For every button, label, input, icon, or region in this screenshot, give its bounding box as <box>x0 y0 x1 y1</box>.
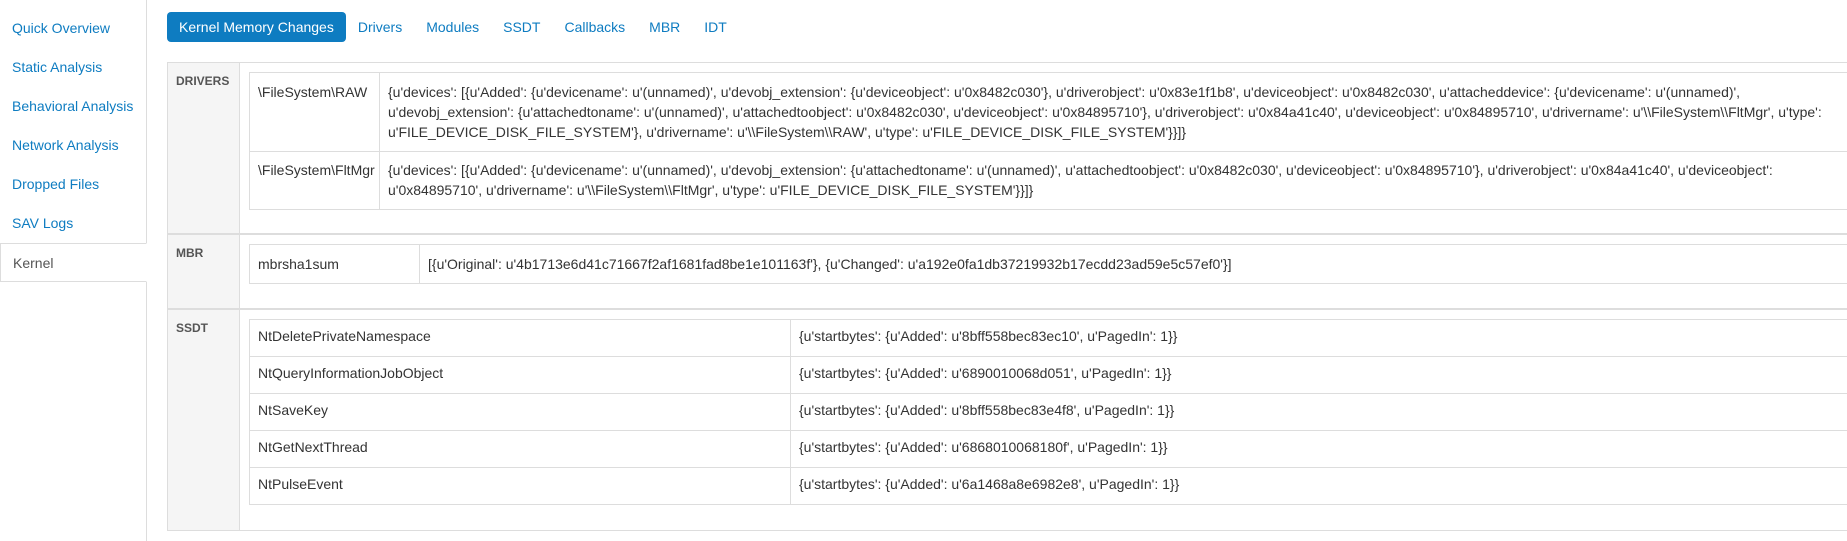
ssdt-function-name: NtSaveKey <box>249 393 791 431</box>
tab-modules[interactable]: Modules <box>426 19 480 35</box>
sidebar-item-dropped-files[interactable]: Dropped Files <box>0 165 147 204</box>
sidebar-item-quick-overview[interactable]: Quick Overview <box>0 9 147 48</box>
mbr-value: [{u'Original': u'4b1713e6d41c71667f2af16… <box>419 244 1847 284</box>
tab-kernel-memory-changes[interactable]: Kernel Memory Changes <box>167 12 346 42</box>
table-row: \FileSystem\RAW {u'devices': [{u'Added':… <box>249 72 1847 152</box>
drivers-section: DRIVERS \FileSystem\RAW {u'devices': [{u… <box>167 62 1847 234</box>
ssdt-table: NtDeletePrivateNamespace {u'startbytes':… <box>249 319 1847 505</box>
ssdt-section-body: NtDeletePrivateNamespace {u'startbytes':… <box>239 310 1847 530</box>
driver-name: \FileSystem\RAW <box>249 72 380 152</box>
tab-callbacks[interactable]: Callbacks <box>564 19 626 35</box>
sidebar-item-network-analysis[interactable]: Network Analysis <box>0 126 147 165</box>
sidebar: Quick Overview Static Analysis Behaviora… <box>0 0 147 541</box>
sidebar-item-sav-logs[interactable]: SAV Logs <box>0 204 147 243</box>
drivers-section-label: DRIVERS <box>176 74 230 88</box>
sidebar-item-kernel[interactable]: Kernel <box>0 243 147 282</box>
ssdt-function-name: NtPulseEvent <box>249 467 791 505</box>
ssdt-section: SSDT NtDeletePrivateNamespace {u'startby… <box>167 309 1847 531</box>
ssdt-function-value: {u'startbytes': {u'Added': u'6a1468a8e69… <box>790 467 1847 505</box>
driver-name: \FileSystem\FltMgr <box>249 151 380 210</box>
ssdt-function-value: {u'startbytes': {u'Added': u'8bff558bec8… <box>790 393 1847 431</box>
sidebar-item-behavioral-analysis[interactable]: Behavioral Analysis <box>0 87 147 126</box>
ssdt-function-name: NtGetNextThread <box>249 430 791 468</box>
mbr-key: mbrsha1sum <box>249 244 420 284</box>
kernel-tabs: Kernel Memory Changes Drivers Modules SS… <box>167 12 739 42</box>
ssdt-function-name: NtQueryInformationJobObject <box>249 356 791 394</box>
drivers-section-body: \FileSystem\RAW {u'devices': [{u'Added':… <box>239 63 1847 233</box>
tab-idt[interactable]: IDT <box>704 19 727 35</box>
sidebar-item-static-analysis[interactable]: Static Analysis <box>0 48 147 87</box>
driver-value: {u'devices': [{u'Added': {u'devicename':… <box>379 72 1847 152</box>
ssdt-section-label: SSDT <box>176 321 209 335</box>
tab-drivers[interactable]: Drivers <box>357 19 403 35</box>
drivers-table: \FileSystem\RAW {u'devices': [{u'Added':… <box>249 72 1847 210</box>
table-row: mbrsha1sum [{u'Original': u'4b1713e6d41c… <box>249 244 1847 284</box>
tab-ssdt[interactable]: SSDT <box>503 19 541 35</box>
ssdt-function-value: {u'startbytes': {u'Added': u'68680100681… <box>790 430 1847 468</box>
table-row: NtSaveKey {u'startbytes': {u'Added': u'8… <box>249 393 1847 431</box>
mbr-section-label: MBR <box>176 246 204 260</box>
tab-mbr[interactable]: MBR <box>649 19 681 35</box>
table-row: NtPulseEvent {u'startbytes': {u'Added': … <box>249 467 1847 505</box>
ssdt-function-value: {u'startbytes': {u'Added': u'6890010068d… <box>790 356 1847 394</box>
table-row: NtDeletePrivateNamespace {u'startbytes':… <box>249 319 1847 357</box>
ssdt-function-name: NtDeletePrivateNamespace <box>249 319 791 357</box>
mbr-section: MBR mbrsha1sum [{u'Original': u'4b1713e6… <box>167 234 1847 309</box>
table-row: \FileSystem\FltMgr {u'devices': [{u'Adde… <box>249 151 1847 210</box>
driver-value: {u'devices': [{u'Added': {u'devicename':… <box>379 151 1847 210</box>
table-row: NtQueryInformationJobObject {u'startbyte… <box>249 356 1847 394</box>
ssdt-function-value: {u'startbytes': {u'Added': u'8bff558bec8… <box>790 319 1847 357</box>
mbr-section-body: mbrsha1sum [{u'Original': u'4b1713e6d41c… <box>239 235 1847 308</box>
table-row: NtGetNextThread {u'startbytes': {u'Added… <box>249 430 1847 468</box>
mbr-table: mbrsha1sum [{u'Original': u'4b1713e6d41c… <box>249 244 1847 284</box>
